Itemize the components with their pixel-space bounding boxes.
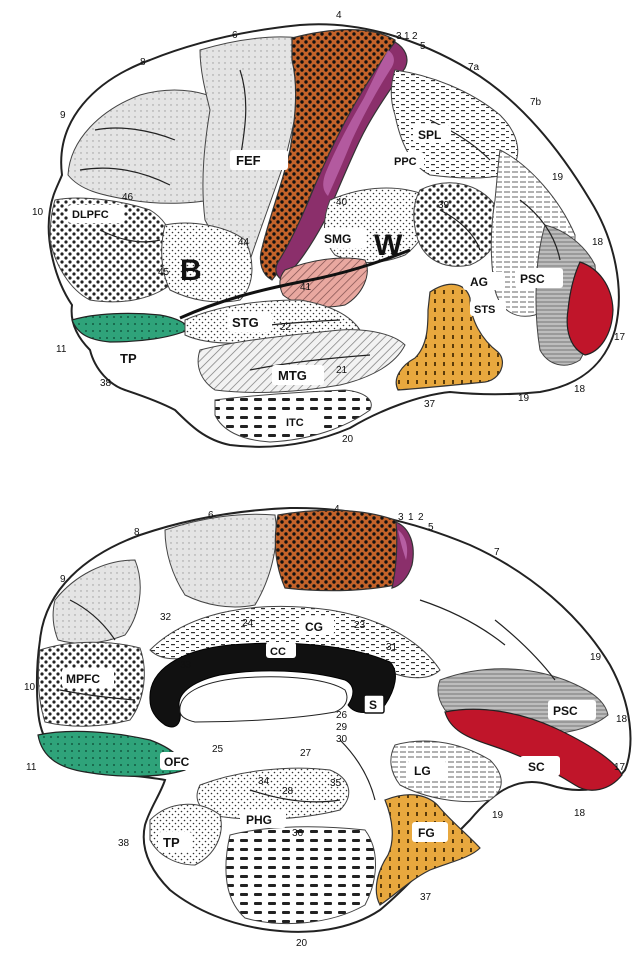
medial-num-37: 37 bbox=[420, 892, 432, 903]
lateral-num-38: 38 bbox=[100, 378, 112, 389]
medial-inferior-temporal-region bbox=[226, 827, 376, 924]
medial-label-fg: FG bbox=[418, 826, 435, 840]
medial-num-27: 27 bbox=[300, 748, 312, 759]
lateral-num-18b: 18 bbox=[574, 384, 586, 395]
lateral-num-19a: 19 bbox=[552, 172, 564, 183]
medial-num-6: 6 bbox=[208, 510, 214, 521]
lateral-num-21: 21 bbox=[336, 365, 348, 376]
lateral-label-spl: SPL bbox=[418, 128, 441, 142]
medial-motor-cortex bbox=[275, 510, 403, 590]
medial-label-psc: PSC bbox=[553, 704, 578, 718]
medial-num-33: 33 bbox=[180, 660, 192, 671]
lateral-num-7b: 7b bbox=[530, 97, 542, 108]
lateral-num-22: 22 bbox=[280, 322, 292, 333]
medial-ventricle bbox=[180, 677, 347, 722]
medial-num-34: 34 bbox=[258, 776, 270, 787]
medial-label-mpfc: MPFC bbox=[66, 672, 100, 686]
lateral-num-8: 8 bbox=[140, 57, 146, 68]
lateral-visual-cortex bbox=[567, 262, 613, 355]
medial-num-18b: 18 bbox=[574, 808, 586, 819]
medial-label-cc: CC bbox=[270, 646, 286, 658]
lateral-num-41: 41 bbox=[300, 282, 312, 293]
medial-num-2: 2 bbox=[418, 512, 424, 523]
lateral-label-smg: SMG bbox=[324, 232, 351, 246]
medial-num-5: 5 bbox=[428, 522, 434, 533]
medial-num-19a: 19 bbox=[590, 652, 602, 663]
lateral-num-3: 3 bbox=[396, 31, 402, 42]
medial-num-8: 8 bbox=[134, 527, 140, 538]
lateral-num-44: 44 bbox=[238, 237, 250, 248]
medial-prefrontal-grey bbox=[53, 560, 140, 643]
lateral-num-19b: 19 bbox=[518, 393, 530, 404]
lateral-num-40: 40 bbox=[336, 197, 348, 208]
lateral-view: FEF DLPFC SPL PPC SMG AG PSC STS STG TP … bbox=[32, 10, 626, 447]
lateral-num-46: 46 bbox=[122, 192, 134, 203]
medial-num-28: 28 bbox=[282, 786, 294, 797]
lateral-num-6: 6 bbox=[232, 30, 238, 41]
medial-num-10: 10 bbox=[24, 682, 36, 693]
medial-label-sc: SC bbox=[528, 760, 545, 774]
medial-label-tp: TP bbox=[163, 835, 180, 850]
medial-label-lg: LG bbox=[414, 764, 431, 778]
lateral-num-1: 1 bbox=[404, 31, 410, 42]
medial-num-1: 1 bbox=[408, 512, 414, 523]
medial-premotor-region bbox=[165, 514, 276, 607]
medial-num-35: 35 bbox=[330, 778, 342, 789]
medial-label-cg: CG bbox=[305, 620, 323, 634]
lateral-num-11: 11 bbox=[56, 344, 67, 355]
lateral-label-stg: STG bbox=[232, 315, 259, 330]
lateral-num-2: 2 bbox=[412, 31, 418, 42]
lateral-label-itc: ITC bbox=[286, 417, 304, 429]
lateral-ag-region bbox=[414, 183, 499, 266]
lateral-num-39: 39 bbox=[438, 200, 450, 211]
lateral-label-ppc: PPC bbox=[394, 156, 417, 168]
medial-num-11: 11 bbox=[26, 762, 37, 773]
medial-label-s: S bbox=[369, 698, 377, 712]
medial-num-26: 26 bbox=[336, 710, 348, 721]
lateral-label-psc: PSC bbox=[520, 272, 545, 286]
lateral-num-18a: 18 bbox=[592, 237, 604, 248]
medial-num-18a: 18 bbox=[616, 714, 628, 725]
medial-num-4: 4 bbox=[334, 504, 340, 515]
medial-num-36: 36 bbox=[292, 828, 304, 839]
medial-num-25: 25 bbox=[212, 744, 224, 755]
medial-num-7: 7 bbox=[494, 547, 500, 558]
medial-lg-region bbox=[391, 741, 501, 802]
lateral-num-10: 10 bbox=[32, 207, 44, 218]
lateral-label-tp: TP bbox=[120, 351, 137, 366]
medial-num-38: 38 bbox=[118, 838, 130, 849]
lateral-label-sts: STS bbox=[474, 304, 495, 316]
medial-num-17: 17 bbox=[614, 762, 626, 773]
lateral-num-4: 4 bbox=[336, 10, 342, 21]
medial-num-29: 29 bbox=[336, 722, 348, 733]
medial-fusiform-region bbox=[376, 795, 480, 905]
lateral-num-37: 37 bbox=[424, 399, 436, 410]
medial-num-9: 9 bbox=[60, 574, 66, 585]
lateral-orbitofrontal-region bbox=[72, 313, 188, 342]
medial-label-phg: PHG bbox=[246, 813, 272, 827]
medial-num-23: 23 bbox=[354, 620, 366, 631]
lateral-num-20: 20 bbox=[342, 434, 354, 445]
lateral-num-45: 45 bbox=[158, 267, 170, 278]
medial-num-31: 31 bbox=[386, 642, 398, 653]
lateral-label-mtg: MTG bbox=[278, 368, 307, 383]
medial-num-20: 20 bbox=[296, 938, 308, 949]
lateral-num-7a: 7a bbox=[468, 62, 480, 73]
medial-label-ofc: OFC bbox=[164, 755, 190, 769]
lateral-num-9: 9 bbox=[60, 110, 66, 121]
lateral-label-fef: FEF bbox=[236, 153, 261, 168]
lateral-wernicke-letter: W bbox=[374, 229, 403, 262]
lateral-broca-letter: B bbox=[180, 254, 202, 287]
medial-num-3: 3 bbox=[398, 512, 404, 523]
medial-num-30: 30 bbox=[336, 734, 348, 745]
lateral-num-17: 17 bbox=[614, 332, 626, 343]
medial-num-32: 32 bbox=[160, 612, 172, 623]
lateral-label-dlpfc: DLPFC bbox=[72, 209, 109, 221]
medial-view: CC S CG MPFC OFC LG PSC SC PHG FG TP 8 6… bbox=[24, 504, 630, 949]
medial-num-19b: 19 bbox=[492, 810, 504, 821]
lateral-label-ag: AG bbox=[470, 275, 488, 289]
lateral-num-5: 5 bbox=[420, 41, 426, 52]
medial-num-24: 24 bbox=[242, 618, 254, 629]
